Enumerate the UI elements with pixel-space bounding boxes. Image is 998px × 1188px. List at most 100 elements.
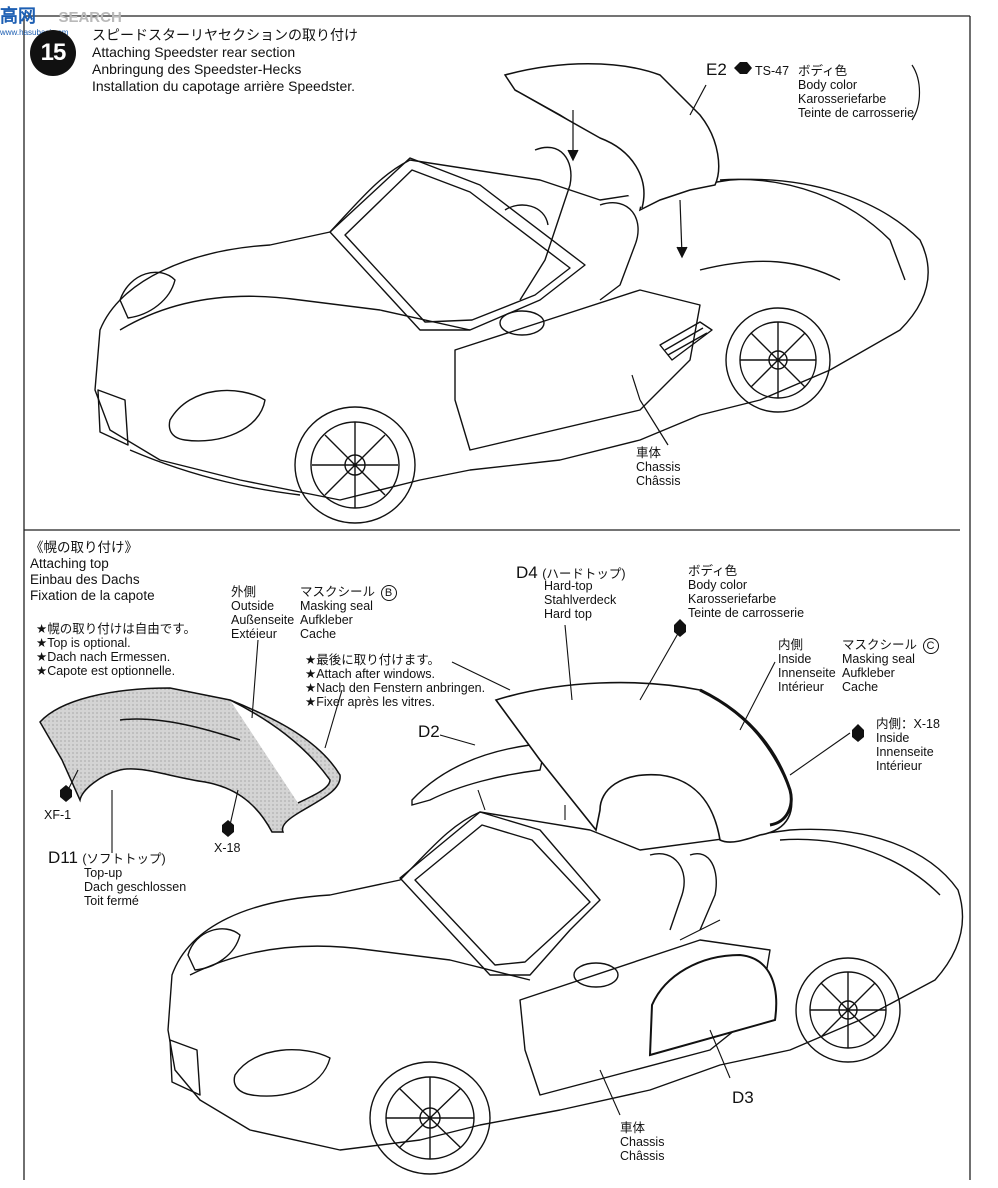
e2-paint-marker (734, 62, 752, 74)
inside-de: Innenseite (778, 666, 836, 680)
top-title-en: Attaching top (30, 556, 109, 571)
body-color-en: Body color (798, 78, 858, 92)
part-d11-label: D11 (ソフトトップ) (48, 848, 166, 868)
watermark-word: SEARCH (58, 9, 122, 26)
x18-inside-marker (852, 724, 864, 742)
inside-en: Inside (778, 652, 812, 666)
bottom-leaders (439, 624, 851, 1116)
chassis-en: Chassis (636, 460, 681, 474)
chassis-jp: 車体 (636, 446, 662, 460)
inside-fr: Intérieur (778, 680, 824, 694)
mask-c-de: Aufkleber (842, 666, 895, 680)
d4-fr: Hard top (544, 607, 592, 621)
hardtop-body-color-en: Body color (688, 578, 748, 592)
x18-inside-fr: Intérieur (876, 759, 922, 773)
part-d3-drawing (648, 953, 778, 1057)
part-d2-label: D2 (418, 722, 440, 741)
paint-code: TS-47 (755, 64, 790, 78)
chassis-fr: Châssis (636, 474, 681, 488)
after-windows-de: ★Nach den Fenstern anbringen. (305, 681, 486, 695)
top-optional-note: ★幌の取り付けは自由です。 ★Top is optional. ★Dach na… (36, 622, 196, 678)
attach-after-windows-note: ★最後に取り付けます。 ★Attach after windows. ★Nach… (305, 653, 485, 709)
d11-fr: Toit fermé (84, 894, 139, 908)
x18-inside-en: Inside (876, 731, 910, 745)
part-d4-drawing (494, 681, 793, 843)
inside-jp: 内側 (778, 638, 804, 652)
hardtop-body-color-label: ボディ色 Body color Karosseriefarbe Teinte d… (688, 564, 804, 620)
mask-c-fr: Cache (842, 680, 879, 694)
top-section-title: 《幌の取り付け》 Attaching top Einbau des Dachs … (30, 540, 155, 604)
xf1-marker (60, 785, 72, 802)
d11-jp: (ソフトトップ) (82, 852, 166, 866)
x18-inside-de: Innenseite (876, 745, 934, 759)
page-frame (23, 15, 971, 1180)
hardtop-body-color-de: Karosseriefarbe (688, 592, 777, 606)
body-color-marker (674, 619, 686, 637)
hardtop-body-color-fr: Teinte de carrosserie (688, 606, 805, 620)
d11-code: D11 (48, 848, 78, 867)
step15-arrows (567, 84, 707, 446)
mask-b-fr: Cache (300, 627, 337, 641)
step15-title-de: Anbringung des Speedster-Hecks (92, 61, 302, 77)
body-color-de: Karosseriefarbe (798, 92, 887, 106)
x18-label: X-18 (214, 841, 241, 855)
mask-b-letter: B (380, 585, 397, 601)
body-color-jp: ボディ色 (798, 64, 848, 78)
outside-fr: Extéieur (231, 627, 277, 641)
step15-title-fr: Installation du capotage arrière Speedst… (92, 78, 356, 94)
step15-car-drawing (94, 146, 929, 524)
after-windows-fr: ★Fixer après les vitres. (305, 695, 435, 709)
mask-c-letter: C (922, 638, 939, 654)
paint-bracket (911, 64, 921, 121)
watermark-url: www.hasubasi.com (0, 28, 69, 37)
mask-c-jp: マスクシール (842, 638, 918, 652)
mask-c-en: Masking seal (842, 652, 915, 666)
step15-title-en: Attaching Speedster rear section (92, 44, 296, 60)
step15-title: スピードスターリヤセクションの取り付け Attaching Speedster … (92, 27, 358, 95)
xf1-label: XF-1 (44, 808, 72, 822)
soft-top-d11-drawing (39, 687, 341, 833)
mask-b-de: Aufkleber (300, 613, 353, 627)
body-color-fr: Teinte de carrosserie (798, 106, 915, 120)
mask-seal-c-title: マスクシール C (842, 638, 939, 654)
inside-label: 内側 Inside Innenseite Intérieur (778, 638, 836, 694)
step15-title-jp: スピードスターリヤセクションの取り付け (92, 27, 358, 43)
outside-label: 外側 Outside Außenseite Extéieur (231, 585, 294, 641)
d4-de: Stahlverdeck (544, 593, 617, 607)
mask-b-en: Masking seal (300, 599, 373, 613)
outside-jp: 外側 (231, 585, 257, 599)
part-d4-label: D4 (ハードトップ) (516, 563, 626, 583)
part-e2-label: E2 (706, 60, 727, 79)
after-windows-jp: ★最後に取り付けます。 (305, 653, 440, 667)
watermark: 高网 SEARCH www.hasubasi.com (0, 2, 122, 37)
optional-fr: ★Capote est optionnelle. (36, 664, 176, 678)
mask-b-jp: マスクシール (300, 585, 376, 599)
watermark-brand: 高网 (0, 6, 36, 26)
soft-top-leaders (67, 639, 343, 853)
x18-inside-jp: 内側：X-18 (876, 717, 940, 731)
bottom-car-drawing (167, 811, 964, 1175)
d4-en: Hard-top (544, 579, 593, 593)
optional-en: ★Top is optional. (36, 636, 131, 650)
outside-de: Außenseite (231, 613, 295, 627)
step-number: 15 (40, 39, 67, 66)
after-windows-en: ★Attach after windows. (305, 667, 436, 681)
body-color-callout: ボディ色 Body color Karosseriefarbe Teinte d… (798, 64, 914, 120)
part-e2-drawing (503, 63, 720, 212)
step15-chassis-label: 車体 Chassis Châssis (636, 446, 680, 488)
bottom-chassis-fr: Châssis (620, 1149, 665, 1163)
bottom-chassis-jp: 車体 (620, 1121, 646, 1135)
top-title-fr: Fixation de la capote (30, 588, 155, 603)
hardtop-body-color-jp: ボディ色 (688, 564, 738, 578)
part-d3-label: D3 (732, 1088, 754, 1107)
d11-desc: Top-up Dach geschlossen Toit fermé (84, 866, 186, 908)
bottom-chassis-label: 車体 Chassis Châssis (620, 1121, 664, 1163)
mask-seal-b-label: Masking seal Aufkleber Cache (300, 599, 373, 641)
mask-seal-b-title: マスクシール B (300, 585, 397, 601)
part-d2-drawing (411, 744, 546, 806)
d4-code: D4 (516, 563, 538, 582)
optional-de: ★Dach nach Ermessen. (36, 650, 171, 664)
mask-seal-c-label: Masking seal Aufkleber Cache (842, 652, 915, 694)
bottom-chassis-en: Chassis (620, 1135, 665, 1149)
